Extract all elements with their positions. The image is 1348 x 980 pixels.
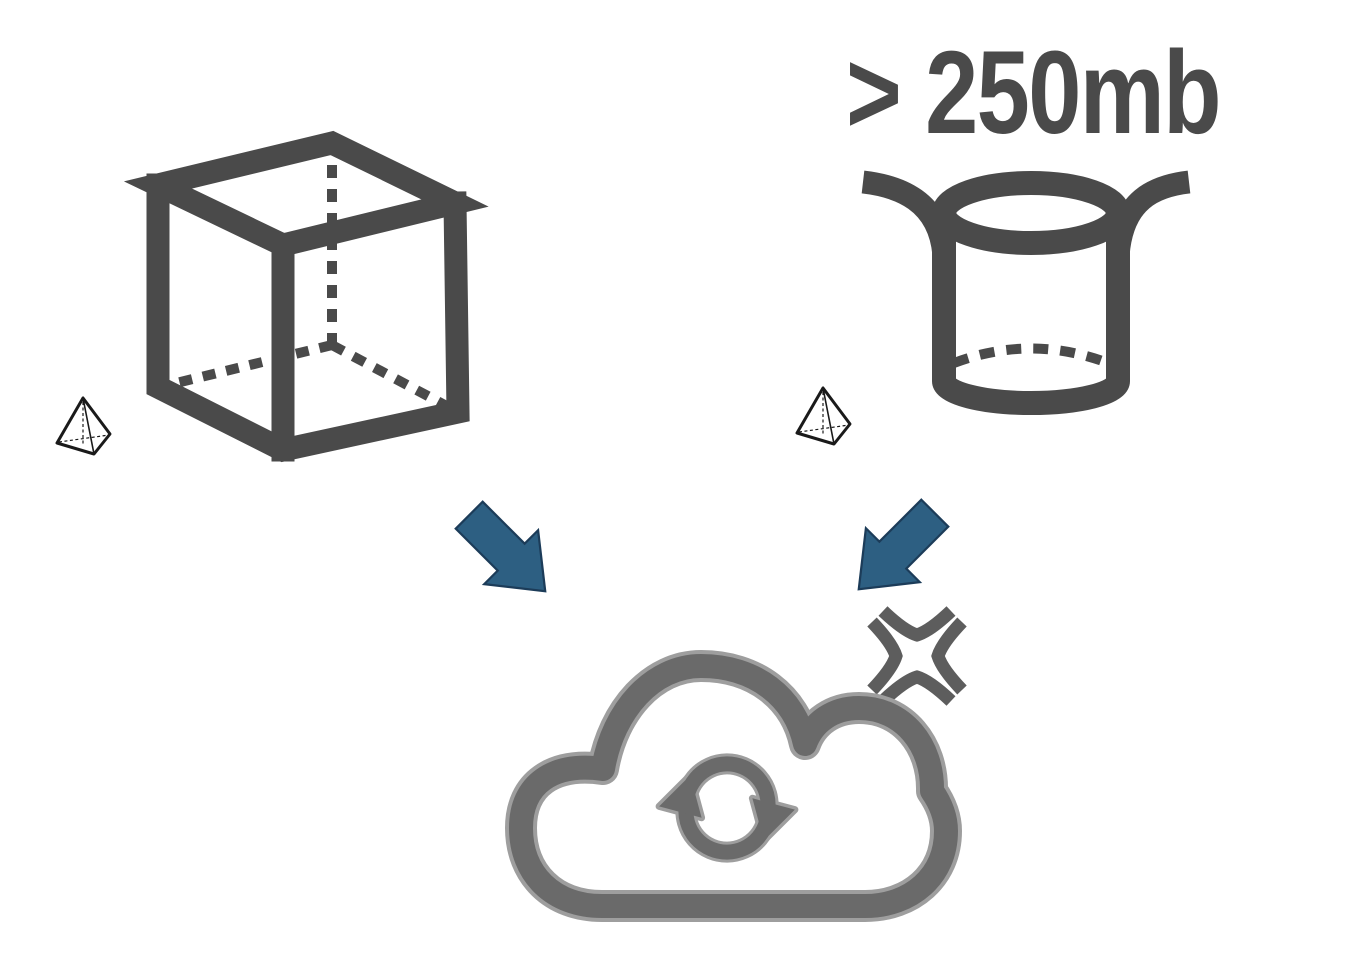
pyramid-icon-left	[55, 396, 112, 456]
cube-icon	[123, 130, 489, 463]
cloud-sync-icon	[505, 650, 962, 922]
sync-arrows-icon	[655, 753, 799, 863]
arrow-down-right-icon	[454, 500, 547, 593]
pyramid-icon-right	[795, 386, 852, 446]
size-threshold-label: > 250mb	[846, 27, 1221, 159]
clash-mark-icon	[867, 606, 967, 706]
arrow-down-left-icon	[857, 498, 950, 591]
bucket-icon	[861, 170, 1191, 415]
